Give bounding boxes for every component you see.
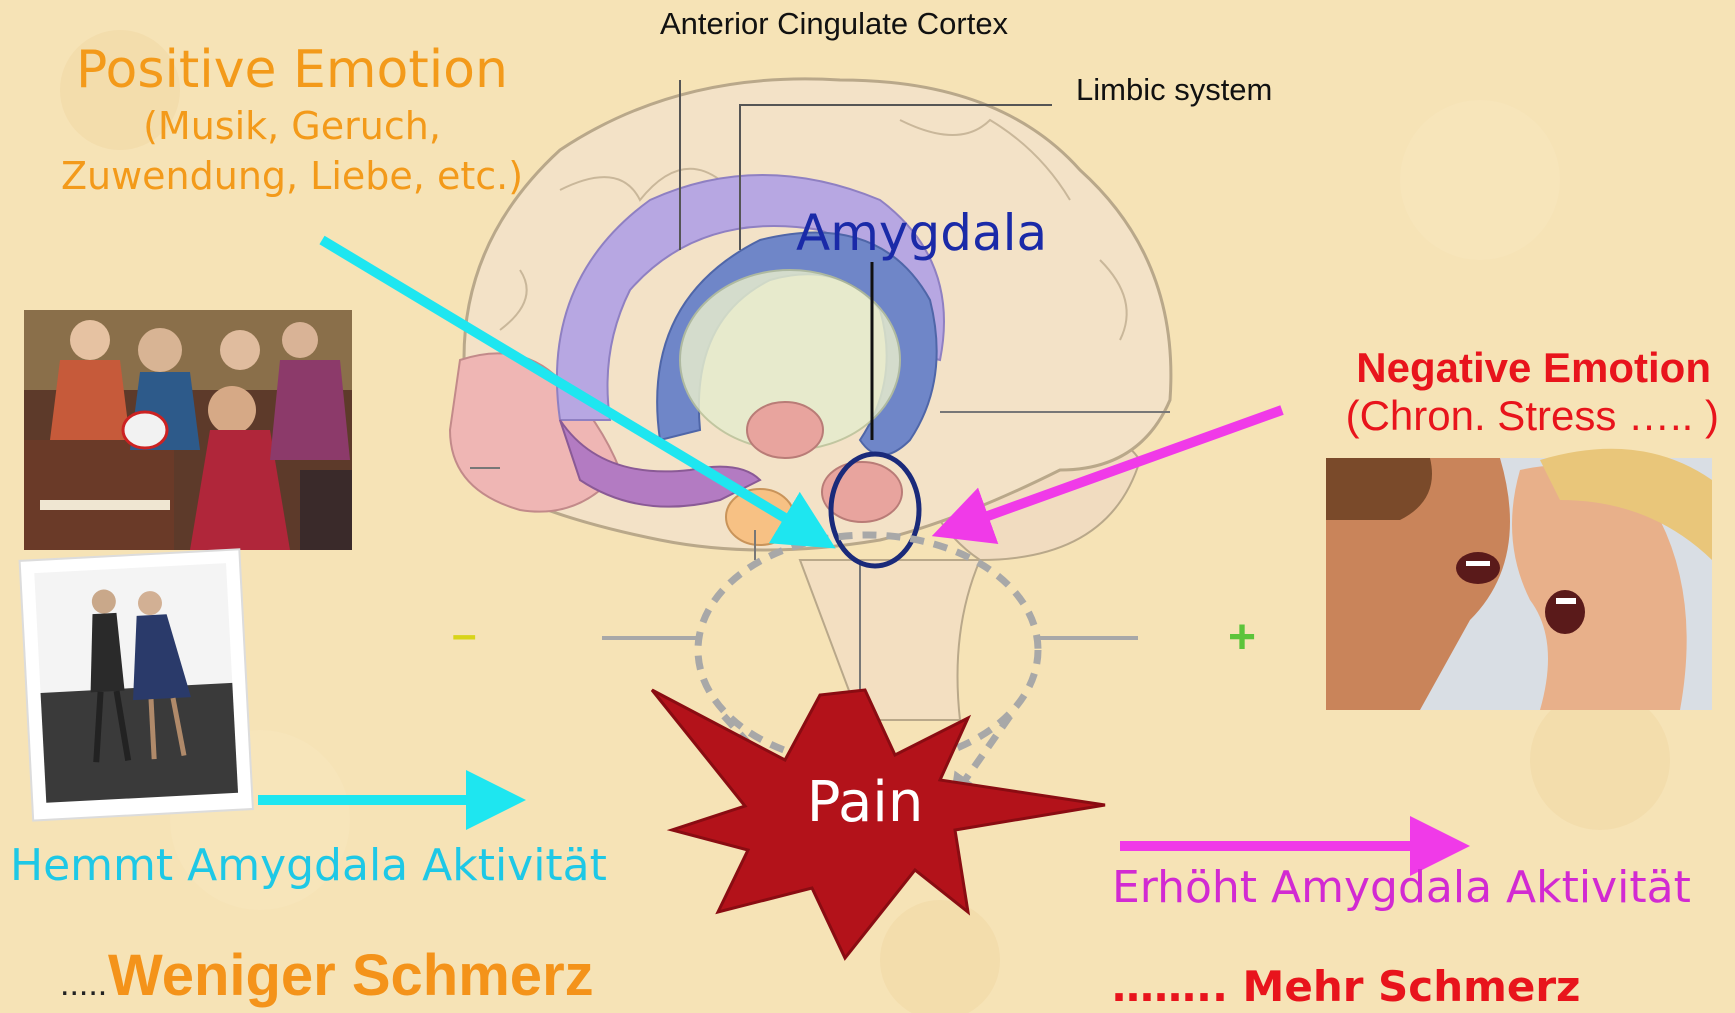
negative-emotion-examples: (Chron. Stress ….. ) <box>1346 392 1719 440</box>
elderly-band-photo <box>24 310 352 550</box>
less-pain-leading-dots: ..... <box>60 965 107 1004</box>
pain-label: Pain <box>790 770 940 835</box>
less-pain-text: Weniger Schmerz <box>108 942 594 1009</box>
anterior-cingulate-cortex-label: Anterior Cingulate Cortex <box>660 6 1008 42</box>
increase-amygdala-text: Erhöht Amygdala Aktivität <box>1112 862 1691 913</box>
amygdala-label: Amygdala <box>796 204 1047 262</box>
limbic-system-label: Limbic system <box>1076 72 1272 108</box>
shouting-couple-photo <box>1326 449 1712 710</box>
minus-sign: – <box>452 610 476 660</box>
dancing-couple-photo <box>20 549 253 820</box>
plus-sign: + <box>1228 610 1256 665</box>
positive-emotion-title: Positive Emotion <box>0 40 584 100</box>
positive-emotion-examples-line1: (Musik, Geruch, <box>0 104 584 148</box>
loop-arrow-right <box>958 716 1010 790</box>
inhibit-amygdala-text: Hemmt Amygdala Aktivität <box>10 840 607 891</box>
positive-emotion-examples-line2: Zuwendung, Liebe, etc.) <box>0 154 584 198</box>
negative-emotion-title: Negative Emotion <box>1356 344 1711 392</box>
more-pain-text: …….. Mehr Schmerz <box>1112 962 1581 1011</box>
